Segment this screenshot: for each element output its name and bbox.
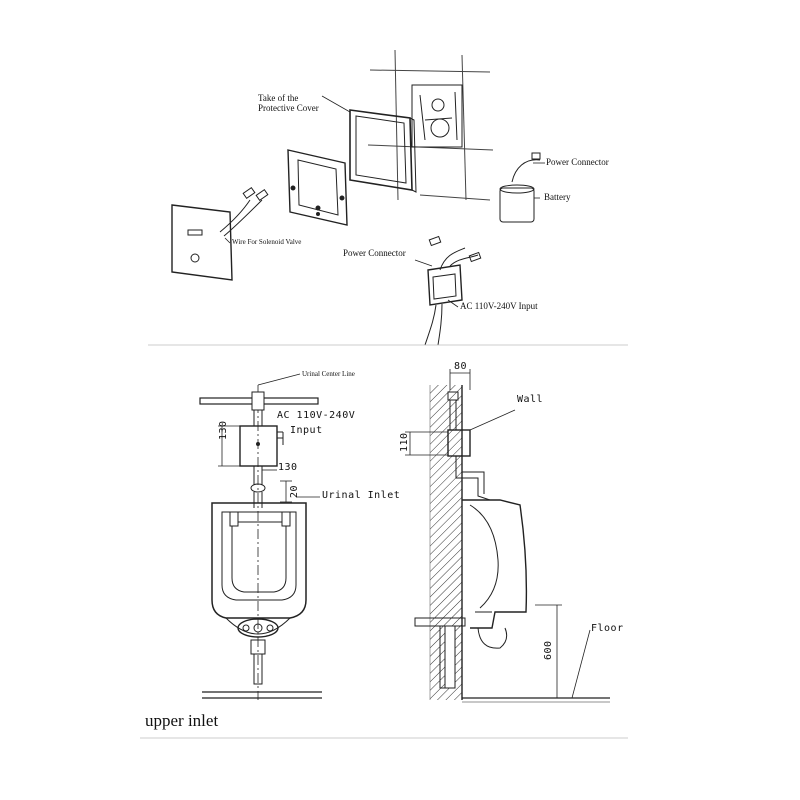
front-view (199, 373, 322, 700)
protective-cover (349, 109, 417, 193)
dim-600: 600 (543, 640, 554, 660)
solenoid-wires (219, 186, 269, 237)
ac-input-line1: AC 110V-240V (277, 410, 356, 421)
caption-upper-inlet: upper inlet (145, 711, 219, 730)
power-connector-top-label: Power Connector (546, 157, 609, 167)
dim-80: 80 (454, 361, 468, 372)
wall-tile-grid (367, 49, 494, 201)
urinal-inlet-label: Urinal Inlet (322, 490, 401, 501)
mounting-frame (287, 149, 348, 226)
urinal-center-line-label: Urinal Center Line (302, 370, 355, 378)
protective-cover-label: Take of the Protective Cover (258, 93, 319, 114)
dim-130-horizontal: 130 (278, 462, 298, 473)
power-connector-mid-label: Power Connector (343, 248, 406, 258)
ac-input-line2: Input (290, 425, 323, 436)
power-adapter (424, 235, 482, 346)
wall-box-recess (411, 84, 463, 148)
side-view (405, 369, 610, 703)
battery-label: Battery (544, 192, 571, 202)
dim-110: 110 (399, 432, 410, 452)
front-faceplate (171, 204, 233, 281)
wire-label: Wire For Solenoid Valve (232, 238, 302, 246)
dim-130-vertical: 130 (218, 420, 229, 440)
wall-label: Wall (517, 394, 544, 405)
dim-20: 20 (289, 484, 300, 498)
leader-lines-top (224, 95, 545, 308)
floor-label: Floor (591, 623, 624, 634)
ac-input-top-label: AC 110V-240V Input (460, 301, 538, 311)
battery-unit (499, 152, 541, 223)
